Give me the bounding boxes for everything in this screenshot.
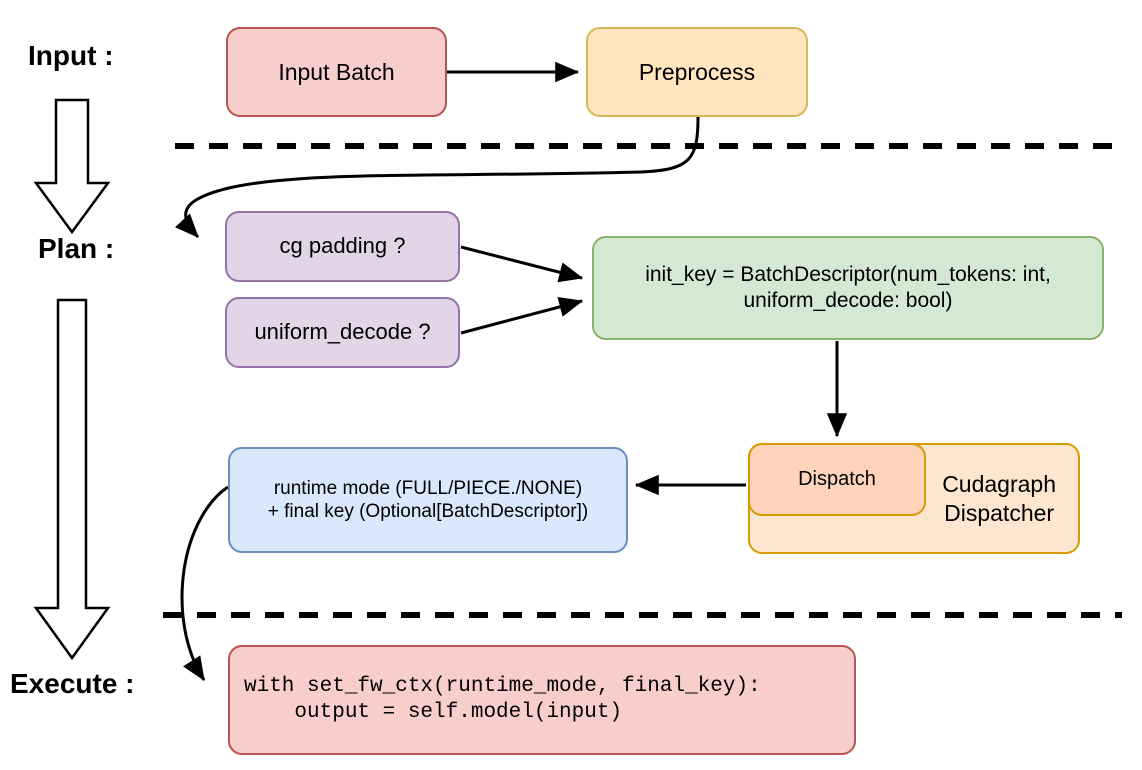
node-uniform-decode[interactable]: uniform_decode ? <box>225 297 460 368</box>
node-cg-padding[interactable]: cg padding ? <box>225 211 460 282</box>
node-runtime-mode[interactable]: runtime mode (FULL/PIECE./NONE) + final … <box>228 447 628 553</box>
arrow-runtime-mode-to-execute <box>180 485 229 682</box>
cudagraph-dispatcher-label: Cudagraph Dispatcher <box>942 471 1056 526</box>
stage-label-input: Input : <box>28 40 114 71</box>
stage-label-execute: Execute : <box>10 668 135 699</box>
stage-arrow-plan-to-execute <box>33 298 111 661</box>
arrow-uniform-decode-to-init-key <box>460 296 584 335</box>
stage-label-plan: Plan : <box>38 233 115 264</box>
node-dispatch[interactable]: Dispatch <box>748 443 926 516</box>
node-preprocess[interactable]: Preprocess <box>586 27 808 117</box>
node-execute-code[interactable]: with set_fw_ctx(runtime_mode, final_key)… <box>228 645 856 755</box>
arrow-cg-padding-to-init-key <box>460 245 584 283</box>
stage-arrow-input-to-plan <box>33 98 111 235</box>
node-input-batch[interactable]: Input Batch <box>226 27 447 117</box>
node-init-key[interactable]: init_key = BatchDescriptor(num_tokens: i… <box>592 236 1104 340</box>
